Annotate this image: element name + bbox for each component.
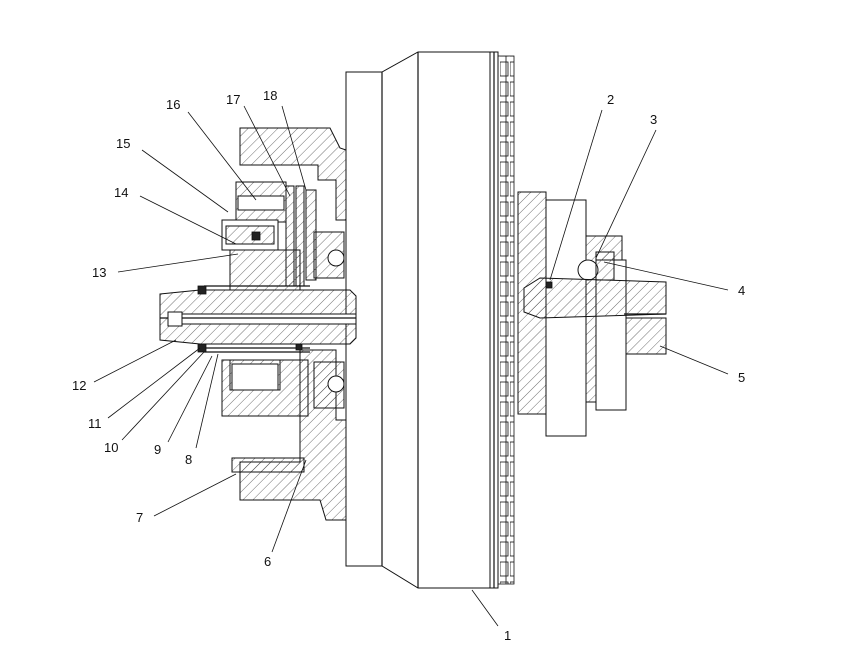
callout-12: 12 [72, 378, 86, 393]
callout-14: 14 [114, 185, 128, 200]
callout-15: 15 [116, 136, 130, 151]
callout-16: 16 [166, 97, 180, 112]
callout-13: 13 [92, 265, 106, 280]
callout-9: 9 [154, 442, 161, 457]
callout-2: 2 [607, 92, 614, 107]
callout-1: 1 [504, 628, 511, 643]
flywheel [345, 51, 515, 589]
callout-8: 8 [185, 452, 192, 467]
leader-lines [93, 105, 729, 627]
callout-3: 3 [650, 112, 657, 127]
callout-18: 18 [263, 88, 277, 103]
callout-10: 10 [104, 440, 118, 455]
left-drive-assembly [159, 127, 357, 521]
callout-5: 5 [738, 370, 745, 385]
callout-4: 4 [738, 283, 745, 298]
right-drive-assembly [517, 191, 667, 437]
callout-17: 17 [226, 92, 240, 107]
callout-6: 6 [264, 554, 271, 569]
callout-7: 7 [136, 510, 143, 525]
callout-labels: 1 2 3 4 5 6 7 8 9 10 11 12 13 14 15 16 1… [72, 88, 745, 643]
callout-11: 11 [88, 416, 102, 431]
